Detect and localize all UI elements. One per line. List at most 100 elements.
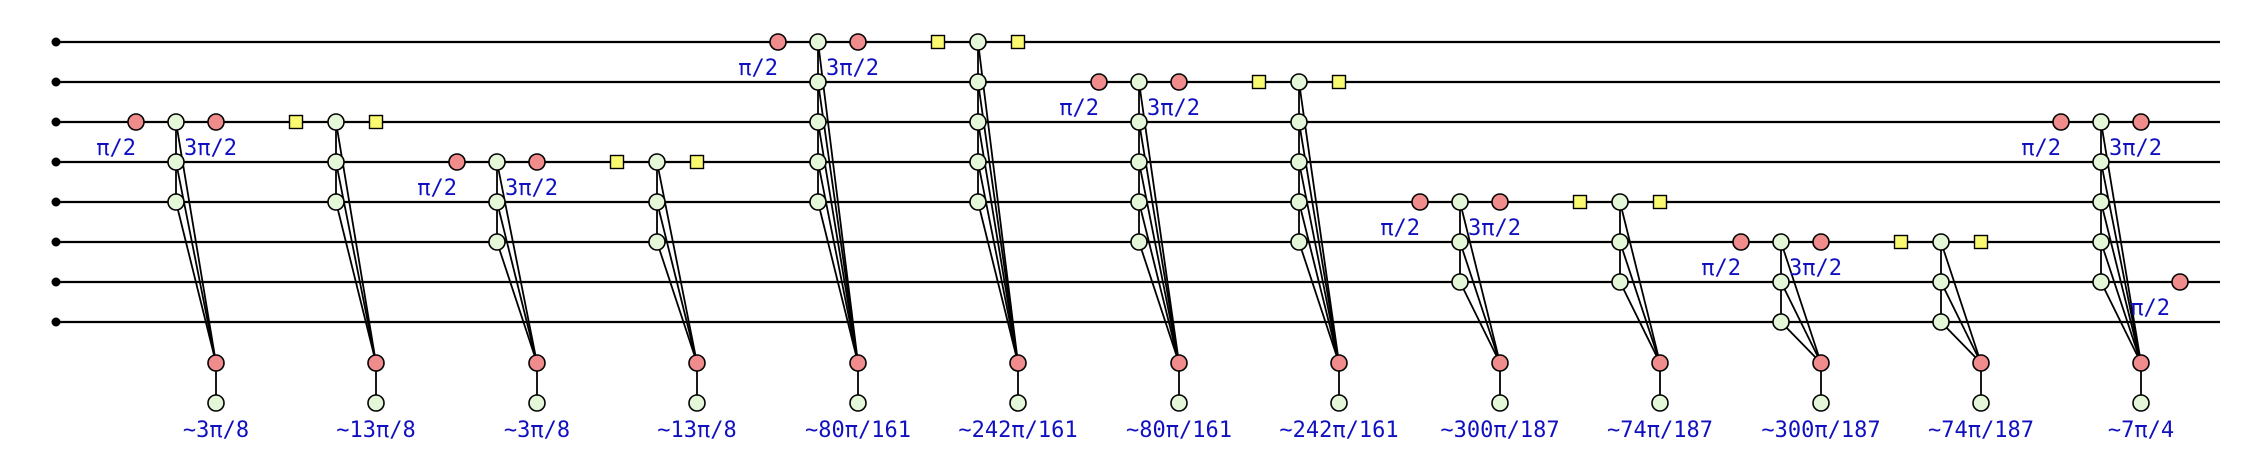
gadget-edge bbox=[1940, 321, 1982, 364]
gadget-edge bbox=[1619, 241, 1661, 364]
x-spider bbox=[1170, 73, 1188, 91]
gadget-edge bbox=[656, 161, 698, 364]
x-spider bbox=[2132, 113, 2150, 131]
z-spider bbox=[1290, 193, 1308, 211]
gadget-edge bbox=[817, 41, 859, 364]
wire-input-dot bbox=[51, 77, 61, 87]
z-spider bbox=[1451, 273, 1469, 291]
hadamard-box bbox=[1572, 194, 1588, 210]
half-pi-label: π/2 bbox=[1701, 256, 1741, 281]
gadget-phase-label: ~300π/187 bbox=[1761, 418, 1880, 443]
hadamard-box bbox=[689, 154, 705, 170]
phase-leaf bbox=[1009, 394, 1027, 412]
gadget-edge bbox=[1940, 241, 1982, 364]
phase-x-spider bbox=[207, 354, 225, 372]
z-spider bbox=[1932, 313, 1950, 331]
x-spider bbox=[127, 113, 145, 131]
hadamard-box bbox=[1973, 234, 1989, 250]
x-spider bbox=[1812, 233, 1830, 251]
gadget-edge bbox=[1138, 241, 1180, 364]
z-spider bbox=[1772, 233, 1790, 251]
z-spider bbox=[1932, 273, 1950, 291]
z-spider bbox=[488, 153, 506, 171]
half-pi-label: π/2 bbox=[738, 56, 778, 81]
z-spider bbox=[167, 113, 185, 131]
phase-x-spider bbox=[2132, 354, 2150, 372]
z-spider bbox=[1611, 193, 1629, 211]
gadget-edge bbox=[817, 201, 859, 364]
z-spider bbox=[2092, 273, 2110, 291]
gadget-edge bbox=[2100, 161, 2142, 364]
x-spider bbox=[1491, 193, 1509, 211]
three-half-pi-label: 3π/2 bbox=[826, 56, 879, 81]
z-spider bbox=[648, 153, 666, 171]
gadget-edge bbox=[656, 241, 698, 364]
phase-leaf bbox=[1972, 394, 1990, 412]
wire-input-dot bbox=[51, 277, 61, 287]
gadget-edge bbox=[496, 201, 538, 364]
gadget-edge bbox=[175, 201, 217, 364]
gadget-phase-label: ~74π/187 bbox=[1928, 418, 2034, 443]
z-spider bbox=[809, 153, 827, 171]
gadget-edge bbox=[335, 161, 377, 364]
phase-leaf bbox=[688, 394, 706, 412]
z-spider bbox=[488, 233, 506, 251]
z-spider bbox=[327, 113, 345, 131]
z-spider bbox=[488, 193, 506, 211]
phase-leaf bbox=[1330, 394, 1348, 412]
wire-input-dot bbox=[51, 237, 61, 247]
gadget-edge bbox=[1459, 281, 1501, 364]
z-spider bbox=[809, 73, 827, 91]
wire-input-dot bbox=[51, 197, 61, 207]
gadget-phase-label: ~74π/187 bbox=[1607, 418, 1713, 443]
x-spider bbox=[849, 33, 867, 51]
gadget-phase-label: ~80π/161 bbox=[805, 418, 911, 443]
phase-leaf bbox=[849, 394, 867, 412]
gadget-edge bbox=[1780, 241, 1822, 364]
phase-x-spider bbox=[1812, 354, 1830, 372]
phase-leaf bbox=[528, 394, 546, 412]
phase-x-spider bbox=[1972, 354, 1990, 372]
gadget-phase-label: ~242π/161 bbox=[1279, 418, 1398, 443]
hadamard-box bbox=[1652, 194, 1668, 210]
gadget-edge bbox=[2100, 201, 2142, 364]
phase-x-spider bbox=[849, 354, 867, 372]
x-spider bbox=[1411, 193, 1429, 211]
three-half-pi-label: 3π/2 bbox=[1147, 96, 1200, 121]
gadget-edge bbox=[1298, 201, 1340, 364]
z-spider bbox=[327, 193, 345, 211]
gadget-phase-label: ~3π/8 bbox=[183, 418, 249, 443]
half-pi-label: π/2 bbox=[417, 176, 457, 201]
z-spider bbox=[809, 113, 827, 131]
z-spider bbox=[969, 113, 987, 131]
z-spider bbox=[1130, 113, 1148, 131]
phase-leaf bbox=[1491, 394, 1509, 412]
phase-x-spider bbox=[1651, 354, 1669, 372]
z-spider bbox=[1290, 233, 1308, 251]
gadget-edge bbox=[1780, 281, 1822, 364]
gadget-phase-label: ~242π/161 bbox=[958, 418, 1077, 443]
gadget-edge bbox=[335, 201, 377, 364]
z-spider bbox=[2092, 193, 2110, 211]
hadamard-box bbox=[1893, 234, 1909, 250]
gadget-phase-label: ~300π/187 bbox=[1440, 418, 1559, 443]
phase-x-spider bbox=[528, 354, 546, 372]
hadamard-box bbox=[368, 114, 384, 130]
z-spider bbox=[969, 193, 987, 211]
wire-input-dot bbox=[51, 317, 61, 327]
z-spider bbox=[1130, 73, 1148, 91]
z-spider bbox=[969, 153, 987, 171]
x-spider bbox=[207, 113, 225, 131]
gadget-edge bbox=[817, 81, 859, 364]
spider-nodes bbox=[51, 33, 2189, 412]
phase-leaf bbox=[367, 394, 385, 412]
gadget-edge bbox=[1459, 201, 1501, 364]
gadget-edge bbox=[1138, 161, 1180, 364]
gadget-edge bbox=[977, 81, 1019, 364]
three-half-pi-label: 3π/2 bbox=[2109, 136, 2162, 161]
phase-leaf bbox=[1812, 394, 1830, 412]
half-pi-label: π/2 bbox=[1380, 216, 1420, 241]
three-half-pi-label: 3π/2 bbox=[1789, 256, 1842, 281]
z-spider bbox=[1611, 233, 1629, 251]
gadget-edge bbox=[1619, 201, 1661, 364]
